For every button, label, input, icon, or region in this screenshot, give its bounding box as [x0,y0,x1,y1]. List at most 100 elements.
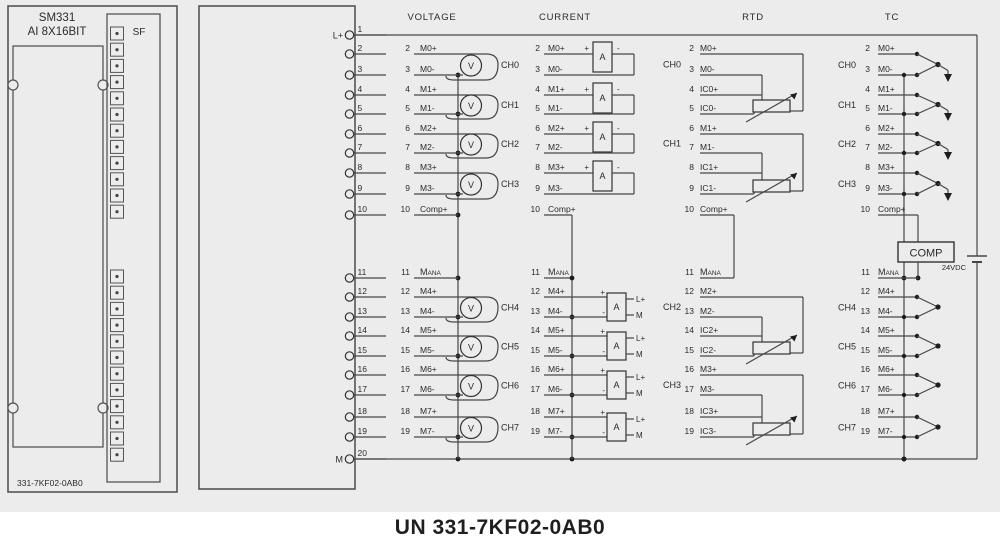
polarity-plus: + [584,44,589,53]
terminal-number: 13 [685,306,695,316]
transmitter-box [606,370,627,400]
mounting-notch [97,402,109,414]
terminal-circle [344,273,355,283]
mounting-notch [7,79,19,91]
led-dot [115,48,119,52]
ammeter-box [592,160,613,192]
led-dot [115,96,119,100]
voltmeter-circle [459,94,483,117]
rtd-element [752,341,791,355]
led-dot [115,177,119,181]
terminal-circle [344,210,355,220]
junction-dot [901,191,907,197]
terminal-number: 10 [861,204,871,214]
connector-terminal-number: 10 [358,204,368,214]
led-square [110,366,124,381]
led-dot [115,453,119,457]
terminal-label: M3+ [420,162,437,172]
rtd-arrowhead [790,173,797,180]
terminal-number: 2 [689,43,694,53]
terminal-label: M0+ [700,43,717,53]
terminal-number: 6 [865,123,870,133]
voltmeter-letter: V [468,424,474,434]
channel-label: CH7 [501,423,519,433]
voltmeter-letter: V [468,61,474,71]
wire [916,416,939,428]
polarity-minus: - [602,386,605,395]
terminal-label: M7- [420,426,435,436]
terminal-label: M0- [420,64,435,74]
voltmeter-circle [459,296,483,320]
terminal-number: 4 [689,84,694,94]
ammeter-box [592,82,613,114]
ammeter-box [592,41,613,73]
terminal-label: M7- [878,426,893,436]
connector-terminal-number: 19 [358,426,368,436]
terminal-number: 3 [535,64,540,74]
thermocouple-probe-arrow [944,152,952,160]
terminal-label: M2+ [700,286,717,296]
terminal-label: M6- [878,384,893,394]
terminal-number: 15 [861,345,871,355]
terminal-circle [344,109,355,119]
led-dot [115,355,119,360]
voltmeter-letter: V [468,180,474,190]
terminal-label: M4+ [878,286,895,296]
led-strip-panel [106,13,161,483]
terminal-number: 8 [865,162,870,172]
terminal-label: M6- [548,384,563,394]
terminal-label: M1- [700,142,715,152]
terminal-circle [344,351,355,361]
led-square [110,58,124,73]
supply-voltage-label: 24VDC [942,263,967,272]
terminal-circle [344,30,355,40]
terminal-number: 12 [531,286,541,296]
led-square [110,447,124,462]
led-dot [115,161,119,165]
channel-label: CH2 [501,139,519,149]
terminal-label: M0+ [420,43,437,53]
terminal-circle [344,49,355,59]
section-title-rtd: RTD [742,12,764,23]
terminal-label: IC3+ [700,406,718,416]
polarity-plus: + [584,163,589,172]
terminal-number: 17 [685,384,695,394]
wire [916,306,939,318]
terminal-number: 5 [865,103,870,113]
led-dot [115,210,119,214]
polarity-minus: - [602,347,605,356]
led-dot [115,404,119,408]
terminal-label: M2+ [548,123,565,133]
terminal-number: 7 [865,142,870,152]
terminal-label: M1+ [420,84,437,94]
junction-dot [901,353,907,359]
terminal-label: M6- [420,384,435,394]
polarity-plus: + [600,366,605,375]
terminal-number: 3 [865,64,870,74]
terminal-label: M4+ [420,286,437,296]
wire [937,103,949,112]
terminal-number: 19 [685,426,695,436]
voltmeter-circle [459,54,483,77]
terminal-number: 16 [401,364,411,374]
mounting-notch [97,79,109,91]
terminal-number: 15 [685,345,695,355]
channel-label: CH5 [838,342,856,352]
terminal-number: 11 [401,267,410,277]
terminal-label: Comp+ [548,204,576,214]
ammeter-letter: A [599,171,605,181]
terminal-number: 9 [689,183,694,193]
led-square [110,91,124,106]
ammeter-letter: A [599,52,605,62]
terminal-number: 13 [531,306,541,316]
led-square [110,285,124,300]
terminal-label: MANA [420,267,442,277]
voltage-sensor-loop [414,374,499,401]
channel-label: CH0 [838,60,856,70]
terminal-number: 2 [535,43,540,53]
terminal-circle [344,370,355,380]
led-square [110,350,124,365]
terminal-number: 19 [531,426,541,436]
